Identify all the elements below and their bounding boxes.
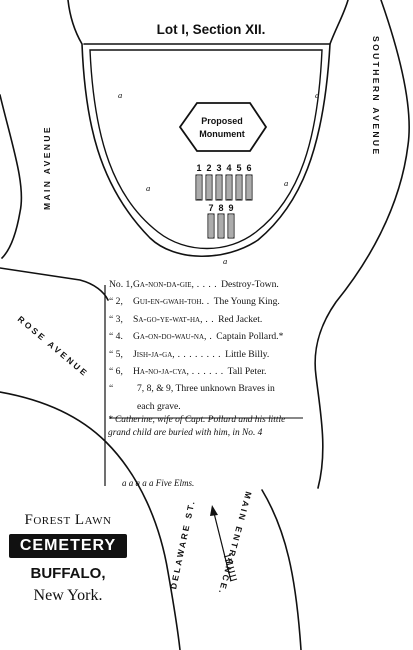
legend-footnote: * Catherine, wife of Capt. Pollard and h… <box>108 415 286 438</box>
monument-label-line1: Proposed <box>201 116 243 126</box>
legend-row: No. 1,Ga-non-da-gie, . . . .Destroy-Town… <box>109 279 279 290</box>
legend-number: “ 2, <box>109 296 123 308</box>
row2-number-9: 9 <box>228 203 233 213</box>
legend-meaning: The Young King. <box>213 296 280 308</box>
grave-3 <box>215 174 223 201</box>
marker-a-bottom: a <box>223 256 227 266</box>
legend-row: “ 3, Sa-go-ye-wat-ha, . .Red Jacket. <box>109 314 262 325</box>
new-york-label: New York. <box>33 587 103 604</box>
row1-number-1: 1 <box>196 163 201 173</box>
legend-dots: . . . . . . . . <box>174 348 222 360</box>
legend-meaning: each grave. <box>137 400 181 412</box>
row1-number-5: 5 <box>236 163 241 173</box>
legend-meaning: Little Billy. <box>225 348 270 360</box>
legend-meaning: Captain Pollard.* <box>216 331 284 343</box>
legend-dots: . . <box>202 313 215 325</box>
monument-label-line2: Monument <box>199 129 245 139</box>
grave-6 <box>245 174 253 201</box>
legend-meaning: Red Jacket. <box>218 313 263 325</box>
legend-row: each grave. <box>109 401 181 412</box>
legend-number: “ <box>109 383 114 395</box>
row2-number-7: 7 <box>208 203 213 213</box>
legend-number: “ 5, <box>109 348 123 360</box>
grave-9 <box>227 213 235 239</box>
legend-number: “ 4. <box>109 331 123 343</box>
marker-a-mid-right: a <box>284 178 288 188</box>
cemetery-label: CEMETERY <box>19 537 117 554</box>
main-avenue-left-edge <box>0 94 23 259</box>
legend-name: Ga-non-da-gie, <box>133 279 194 290</box>
forest-lawn-label: Forest Lawn <box>24 512 112 528</box>
row2-number-8: 8 <box>218 203 223 213</box>
legend-dots: . . . . . . <box>188 366 224 377</box>
cemetery-brand: Forest Lawn CEMETERY BUFFALO, New York. <box>0 512 136 605</box>
grave-1 <box>195 174 203 201</box>
main-avenue-label: MAIN AVENUE <box>42 125 52 210</box>
southern-avenue-label: SOUTHERN AVENUE <box>371 36 381 157</box>
legend-number: No. 1, <box>109 279 133 290</box>
legend-meaning: Destroy-Town. <box>221 279 279 290</box>
grave-4 <box>225 174 233 201</box>
row1-number-6: 6 <box>246 163 251 173</box>
lot-inner-plot <box>89 49 323 250</box>
entrance-arrow-icon <box>210 505 238 582</box>
legend-row: “ 7, 8, & 9, Three unknown Braves in <box>109 383 275 394</box>
legend-number: “ 6, <box>109 366 123 377</box>
legend-meaning: 7, 8, & 9, Three unknown Braves in <box>137 383 275 395</box>
delaware-road-right-edge <box>261 489 302 650</box>
proposed-monument-hexagon <box>178 102 268 152</box>
row1-number-4: 4 <box>226 163 231 173</box>
legend-name: Jish-ja-ga, <box>133 348 175 360</box>
delaware-road-left-edge <box>0 391 181 650</box>
grave-7 <box>207 213 215 239</box>
lot-title: Lot I, Section XII. <box>157 22 266 37</box>
grave-8 <box>217 213 225 239</box>
grave-5 <box>235 174 243 201</box>
legend-row: “ 2, Gui-en-gwah-toh. .The Young King. <box>109 296 280 307</box>
buffalo-label: BUFFALO, <box>30 565 106 582</box>
legend-row: “ 5, Jish-ja-ga, . . . . . . . .Little Bi… <box>109 349 269 360</box>
legend-name: Gui-en-gwah-toh. <box>133 296 204 308</box>
legend-row: “ 4. Ga-on-do-wau-na, .Captain Pollard.* <box>109 331 283 342</box>
grave-2 <box>205 174 213 201</box>
marker-a-mid-left: a <box>146 183 150 193</box>
legend-number: “ 3, <box>109 313 123 325</box>
southern-avenue-edge <box>314 0 410 489</box>
legend-dots: . . . . <box>193 279 218 290</box>
legend-name: Ga-on-do-wau-na, <box>133 331 207 343</box>
marker-a-top-right: a <box>315 90 319 100</box>
row1-number-2: 2 <box>206 163 211 173</box>
five-elms-label: a a a a a Five Elms. <box>122 478 194 488</box>
rose-avenue-label: ROSE AVENUE <box>16 314 91 379</box>
legend-name: Ha-no-ja-cya, <box>133 366 189 377</box>
legend-row: “ 6, Ha-no-ja-cya, . . . . . .Tall Peter. <box>109 366 266 377</box>
legend-dots: . <box>206 331 213 343</box>
row1-number-3: 3 <box>216 163 221 173</box>
legend-name: Sa-go-ye-wat-ha, <box>133 313 203 325</box>
legend-meaning: Tall Peter. <box>227 366 267 377</box>
cemetery-banner: CEMETERY <box>9 534 127 558</box>
rose-avenue-edge <box>0 267 109 301</box>
grave-legend: No. 1,Ga-non-da-gie, . . . .Destroy-Town… <box>102 279 408 489</box>
lot-outer-left-edge <box>67 0 349 258</box>
delaware-st-label: DELAWARE ST. <box>168 498 197 590</box>
marker-a-top-left: a <box>118 90 122 100</box>
legend-dots: . <box>203 296 210 308</box>
